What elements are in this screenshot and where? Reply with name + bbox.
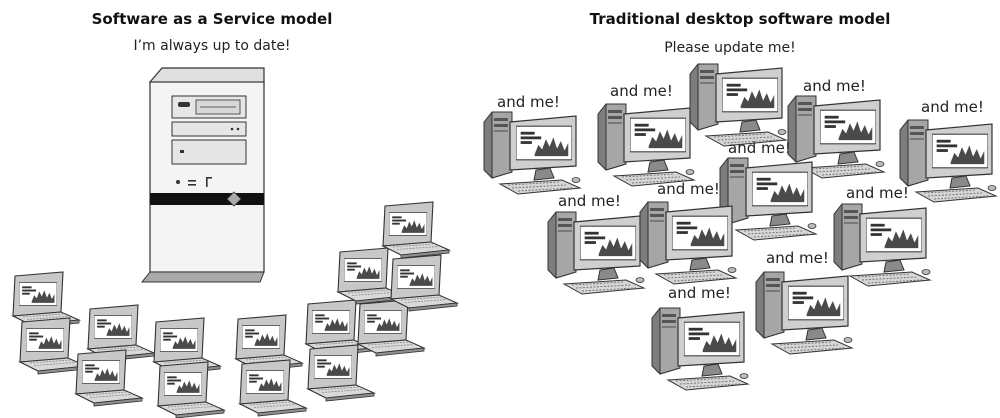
- desktop-computer-icon: [598, 104, 694, 186]
- laptop-icon: [240, 360, 306, 416]
- laptop-icon: [383, 202, 449, 258]
- desktop-computer-icon: [834, 204, 930, 286]
- and-me-label: and me!: [497, 93, 560, 111]
- desktop-computer-icon: [690, 64, 786, 146]
- and-me-label: and me!: [766, 249, 829, 267]
- and-me-label: and me!: [558, 192, 621, 210]
- saas-caption: I’m always up to date!: [133, 38, 290, 54]
- and-me-label: and me!: [846, 184, 909, 202]
- server-tower-icon: [140, 67, 265, 283]
- desktop-computer-icon: [652, 308, 748, 390]
- laptop-icon: [158, 362, 224, 418]
- desktop-computer-icon: [720, 158, 816, 240]
- and-me-label: and me!: [610, 82, 673, 100]
- and-me-label: and me!: [728, 139, 791, 157]
- desktop-group: [484, 64, 996, 390]
- and-me-label: and me!: [803, 77, 866, 95]
- and-me-label: and me!: [668, 284, 731, 302]
- desktop-computer-icon: [548, 212, 644, 294]
- desktop-title: Traditional desktop software model: [590, 10, 891, 28]
- desktop-caption: Please update me!: [664, 40, 796, 56]
- desktop-computer-icon: [484, 112, 580, 194]
- desktop-computer-icon: [640, 202, 736, 284]
- saas-title: Software as a Service model: [92, 10, 333, 28]
- desktop-computer-icon: [900, 120, 996, 202]
- laptop-icon: [391, 255, 457, 311]
- desktop-computer-icon: [756, 272, 852, 354]
- laptop-icon: [308, 345, 374, 401]
- laptop-icon: [20, 318, 86, 374]
- and-me-label: and me!: [921, 98, 984, 116]
- and-me-label: and me!: [657, 180, 720, 198]
